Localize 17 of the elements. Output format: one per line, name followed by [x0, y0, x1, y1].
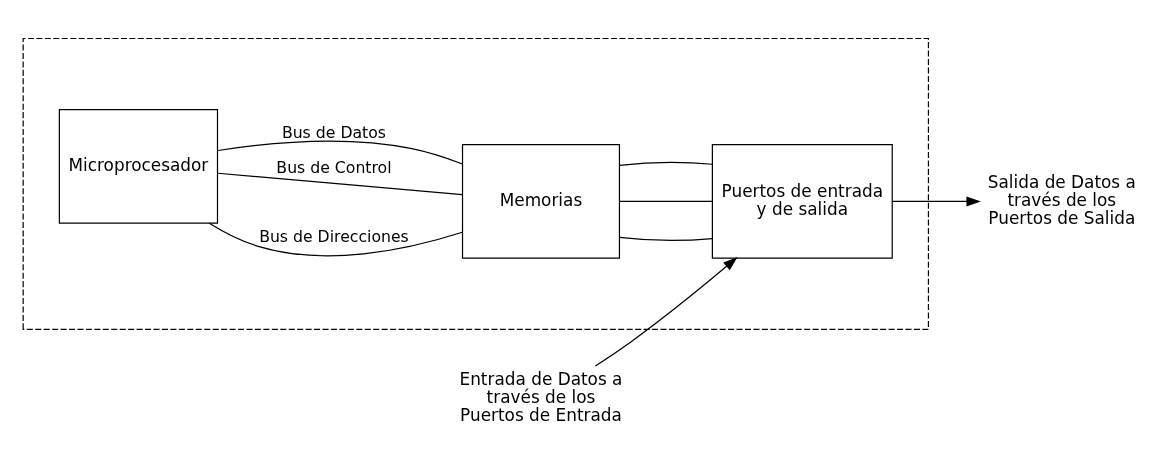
node-text: Salida de Datos a través de los Puertos de Salida [987, 171, 1136, 229]
node-box: Memorias [461, 144, 621, 259]
connector [217, 140, 463, 165]
edge-label: Bus de Datos [281, 122, 387, 142]
arrow [594, 257, 738, 367]
arrow [891, 196, 981, 207]
node-box: Microprocesador [58, 109, 219, 224]
connector [618, 200, 713, 203]
connector [618, 161, 713, 167]
connector [217, 172, 463, 196]
edge-label: Bus de Direcciones [259, 226, 409, 246]
cluster [22, 37, 930, 330]
connector [618, 236, 713, 241]
node-text: Entrada de Datos a través de los Puertos de Entrada [459, 368, 623, 425]
connector [208, 222, 463, 257]
node-box: Puertos de entrada y de salida [711, 144, 893, 259]
edge-label: Bus de Control [276, 157, 392, 177]
